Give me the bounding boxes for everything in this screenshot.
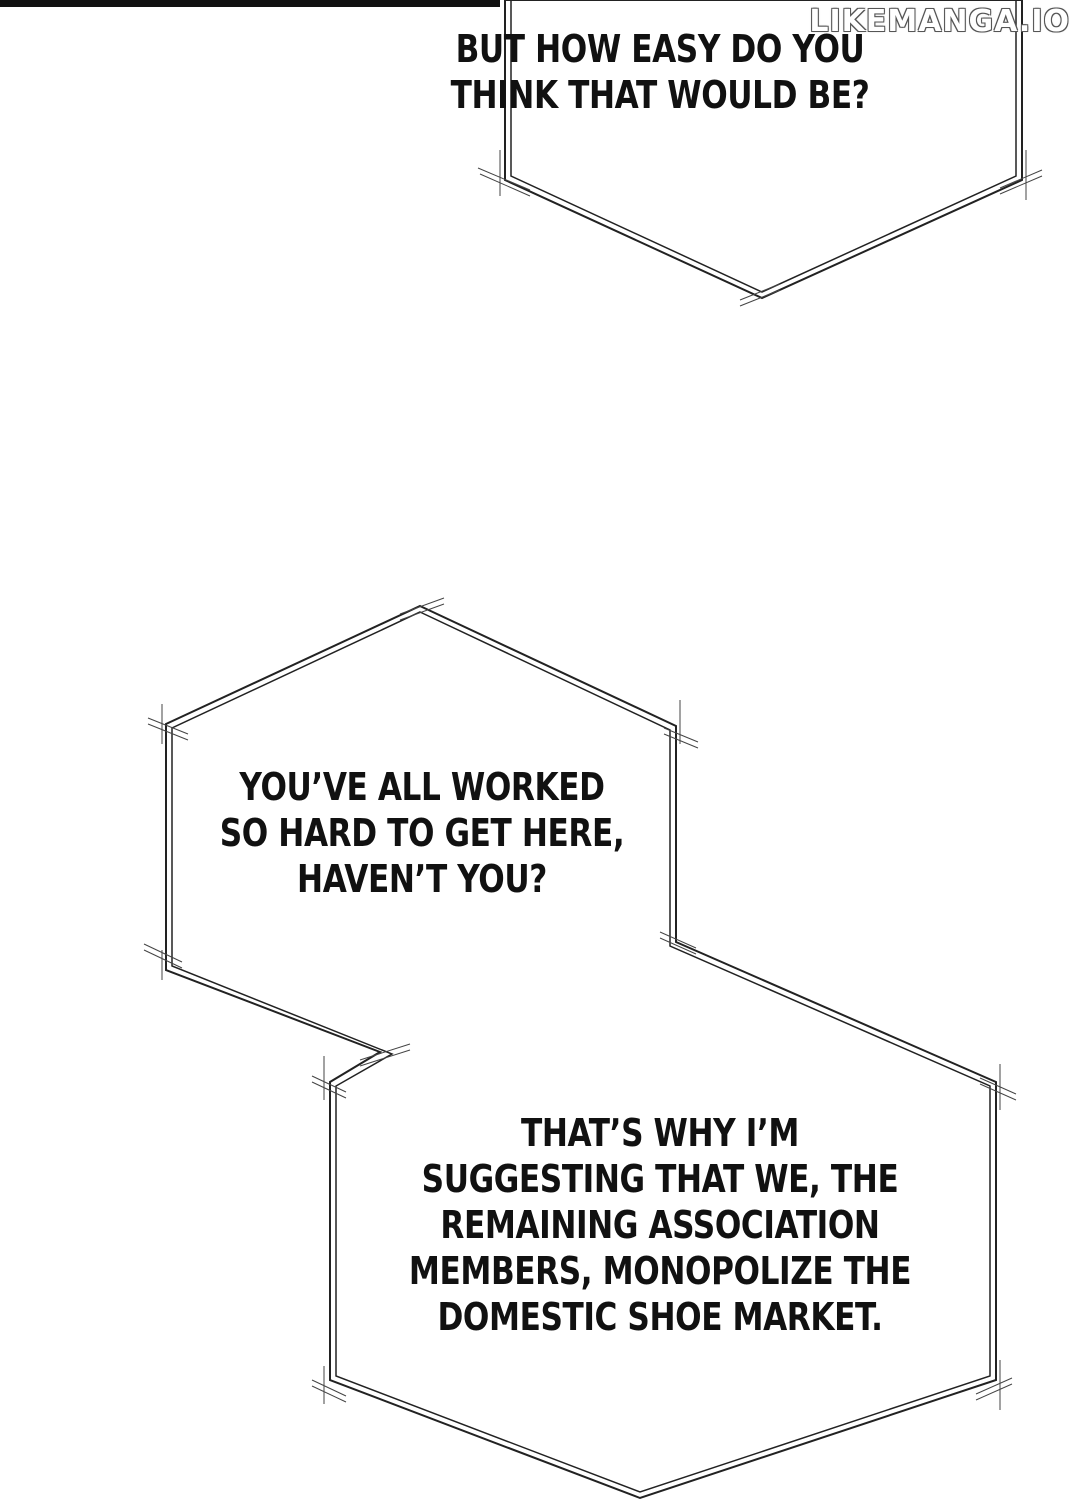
speech-bubble-1-hatching — [477, 150, 1043, 307]
speech-line: HAVEN’T YOU? — [297, 857, 547, 901]
speech-bubble-1-text: BUT HOW EASY DO YOU THINK THAT WOULD BE? — [373, 26, 947, 118]
speech-line: YOU’VE ALL WORKED — [239, 765, 605, 809]
speech-line: REMAINING ASSOCIATION — [440, 1203, 880, 1247]
speech-bubble-1-outline — [504, 0, 1023, 300]
speech-line: BUT HOW EASY DO YOU — [455, 27, 865, 71]
panel-border — [0, 0, 500, 7]
speech-bubble-2-text: YOU’VE ALL WORKED SO HARD TO GET HERE, H… — [135, 764, 709, 902]
speech-bubble-2-outline — [165, 604, 997, 1500]
speech-line: DOMESTIC SHOE MARKET. — [437, 1295, 883, 1339]
speech-bubble-3-text: THAT’S WHY I’M SUGGESTING THAT WE, THE R… — [373, 1110, 947, 1340]
speech-line: SUGGESTING THAT WE, THE — [421, 1157, 899, 1201]
speech-bubble-2-hatching — [143, 597, 1017, 1410]
watermark-text: LIKEMANGA.IO — [809, 4, 1070, 39]
speech-line: SO HARD TO GET HERE, — [219, 811, 625, 855]
speech-line: MEMBERS, MONOPOLIZE THE — [408, 1249, 912, 1293]
speech-line: THAT’S WHY I’M — [521, 1111, 799, 1155]
speech-line: THINK THAT WOULD BE? — [450, 73, 870, 117]
